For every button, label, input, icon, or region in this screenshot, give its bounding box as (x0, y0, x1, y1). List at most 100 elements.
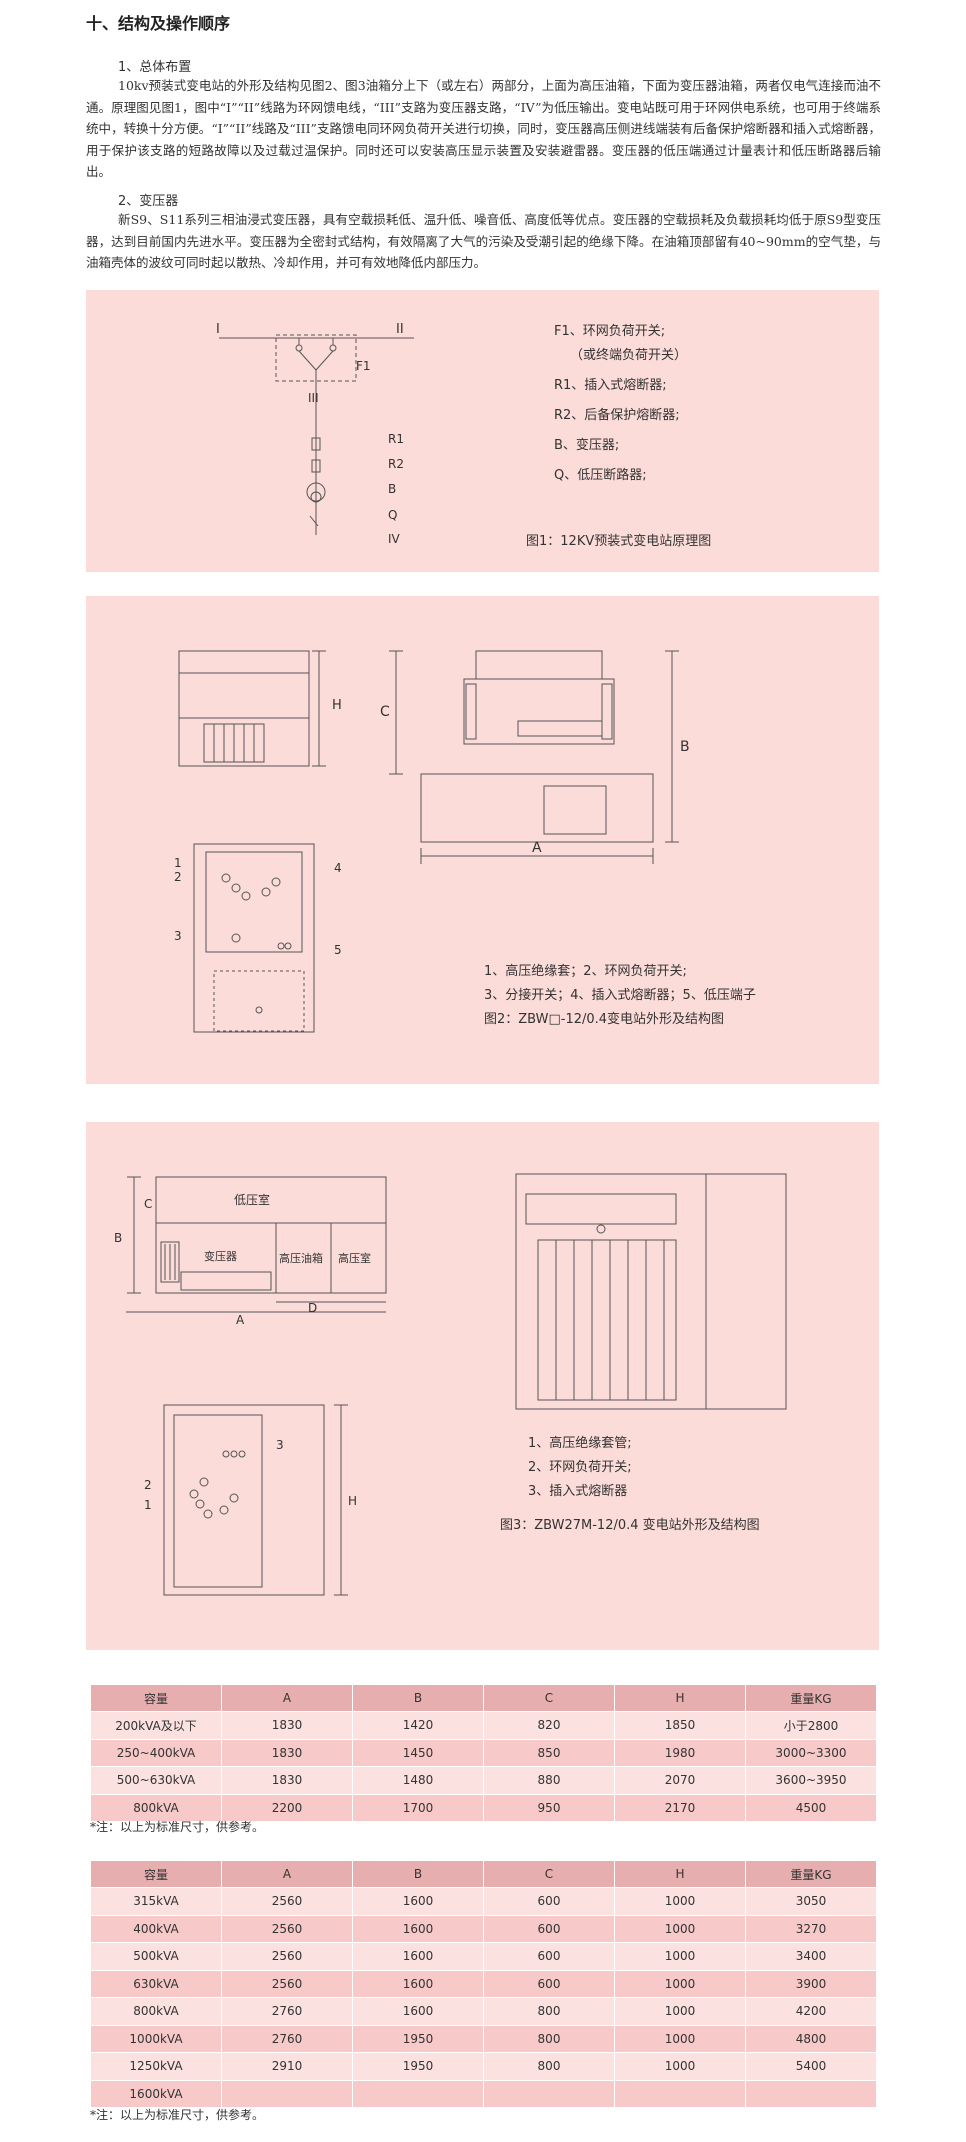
callout-3: 3 (276, 1438, 284, 1452)
cell: 1000 (614, 2024, 746, 2053)
dim-c-label: C (380, 704, 390, 720)
cell: 800 (483, 1997, 615, 2026)
structure-drawing-2: H C B A 1 2 3 4 5 (174, 650, 690, 1033)
r1-label: R1 (388, 432, 404, 446)
legend-item: R1、插入式熔断器; (554, 378, 667, 393)
dim-a-label: A (236, 1313, 245, 1327)
col-c: C (483, 1860, 615, 1888)
cell: 315kVA (90, 1887, 222, 1916)
legend-item: 3、分接开关；4、插入式熔断器；5、低压端子 (484, 988, 756, 1003)
cell: 2910 (221, 2052, 353, 2081)
dim-b-label: B (114, 1231, 122, 1245)
figure-1-caption: 图1：12KV预装式变电站原理图 (526, 534, 712, 549)
dim-d-label: D (308, 1301, 317, 1315)
cell: 5400 (745, 2052, 877, 2081)
cell: 1600 (352, 1914, 484, 1943)
figure-2-panel: H C B A 1 2 3 4 5 1、高压绝缘套；2、环网负荷开关; 3、分接… (86, 596, 879, 1084)
figure-2-legend: 1、高压绝缘套；2、环网负荷开关; 3、分接开关；4、插入式熔断器；5、低压端子… (484, 960, 756, 1032)
room-low-voltage: 低压室 (234, 1192, 270, 1207)
col-weight: 重量KG (745, 1860, 877, 1888)
room-hv-room: 高压室 (338, 1251, 371, 1265)
cell: 1000kVA (90, 2024, 222, 2053)
b-label: B (388, 482, 396, 496)
col-h: H (614, 1684, 746, 1712)
table-header-row: 容量 A B C H 重量KG (90, 1684, 877, 1712)
transformer-paragraph: 新S9、S11系列三相油浸式变压器，具有空载损耗低、温升低、噪音低、高度低等优点… (86, 212, 881, 270)
cell: 600 (483, 1887, 615, 1916)
cell: 2200 (221, 1793, 353, 1822)
figure-1-panel: I II F1 III R1 R2 B Q IV F1、环网负荷开关; （或终端… (86, 290, 879, 572)
cell: 250~400kVA (90, 1738, 222, 1767)
cell: 3050 (745, 1887, 877, 1916)
cell: 1600 (352, 1887, 484, 1916)
legend-item: 1、高压绝缘套管; (528, 1436, 632, 1451)
cell: 800 (483, 2024, 615, 2053)
legend-item: B、变压器; (554, 438, 620, 453)
cell: 630kVA (90, 1969, 222, 1998)
cell: 3400 (745, 1942, 877, 1971)
cell: 820 (483, 1711, 615, 1740)
schematic-diagram: I II F1 III R1 R2 B Q IV (216, 322, 414, 546)
figure-3-legend: 1、高压绝缘套管; 2、环网负荷开关; 3、插入式熔断器 (528, 1432, 632, 1504)
callout-4: 4 (334, 861, 342, 875)
table-header-row: 容量 A B C H 重量KG (90, 1860, 877, 1888)
cell: 3900 (745, 1969, 877, 1998)
figure-3-caption: 图3：ZBW27M-12/0.4 变电站外形及结构图 (500, 1518, 760, 1533)
cell: 500kVA (90, 1942, 222, 1971)
cell: 2560 (221, 1914, 353, 1943)
cell: 1000 (614, 2052, 746, 2081)
cell: 200kVA及以下 (90, 1711, 222, 1740)
cell: 800kVA (90, 1793, 222, 1822)
cell: 1420 (352, 1711, 484, 1740)
cell: 880 (483, 1766, 615, 1795)
r2-label: R2 (388, 457, 404, 471)
legend-item: R2、后备保护熔断器; (554, 408, 680, 423)
cell: 小于2800 (745, 1711, 877, 1740)
cell: 1600 (352, 1997, 484, 2026)
cell: 400kVA (90, 1914, 222, 1943)
line-ii-label: II (396, 322, 404, 337)
cell: 500~630kVA (90, 1766, 222, 1795)
cell: 1000 (614, 1942, 746, 1971)
callout-2: 2 (144, 1478, 152, 1492)
table-2-note: *注：以上为标准尺寸，供参考。 (90, 2108, 265, 2122)
col-a: A (221, 1860, 353, 1888)
room-transformer: 变压器 (204, 1249, 237, 1263)
legend-item: 2、环网负荷开关; (528, 1460, 632, 1475)
cell: 1480 (352, 1766, 484, 1795)
cell: 1850 (614, 1711, 746, 1740)
cell: 4500 (745, 1793, 877, 1822)
cell: 1600kVA (90, 2079, 222, 2108)
callout-3: 3 (174, 929, 182, 943)
cell: 2170 (614, 1793, 746, 1822)
cell: 1000 (614, 1969, 746, 1998)
col-h: H (614, 1860, 746, 1888)
cell (352, 2079, 484, 2108)
col-c: C (483, 1684, 615, 1712)
cell: 2760 (221, 1997, 353, 2026)
cell: 800 (483, 2052, 615, 2081)
figure-3-panel: 低压室 变压器 高压油箱 高压室 C B A D H 1 2 3 1、高压绝缘套… (86, 1122, 879, 1650)
cell: 1000 (614, 1887, 746, 1916)
transformer-subtitle: 2、变压器 (118, 194, 179, 209)
figure-2-caption: 图2：ZBW□-12/0.4变电站外形及结构图 (484, 1012, 725, 1027)
cell: 2560 (221, 1942, 353, 1971)
table-1-note: *注：以上为标准尺寸，供参考。 (90, 1820, 265, 1834)
cell: 1000 (614, 1997, 746, 2026)
cell: 2070 (614, 1766, 746, 1795)
callout-5: 5 (334, 943, 342, 957)
cell: 600 (483, 1969, 615, 1998)
dim-c-label: C (144, 1197, 152, 1211)
cell: 2560 (221, 1887, 353, 1916)
line-i-label: I (216, 322, 220, 337)
dim-b-label: B (680, 739, 690, 755)
cell: 1830 (221, 1711, 353, 1740)
